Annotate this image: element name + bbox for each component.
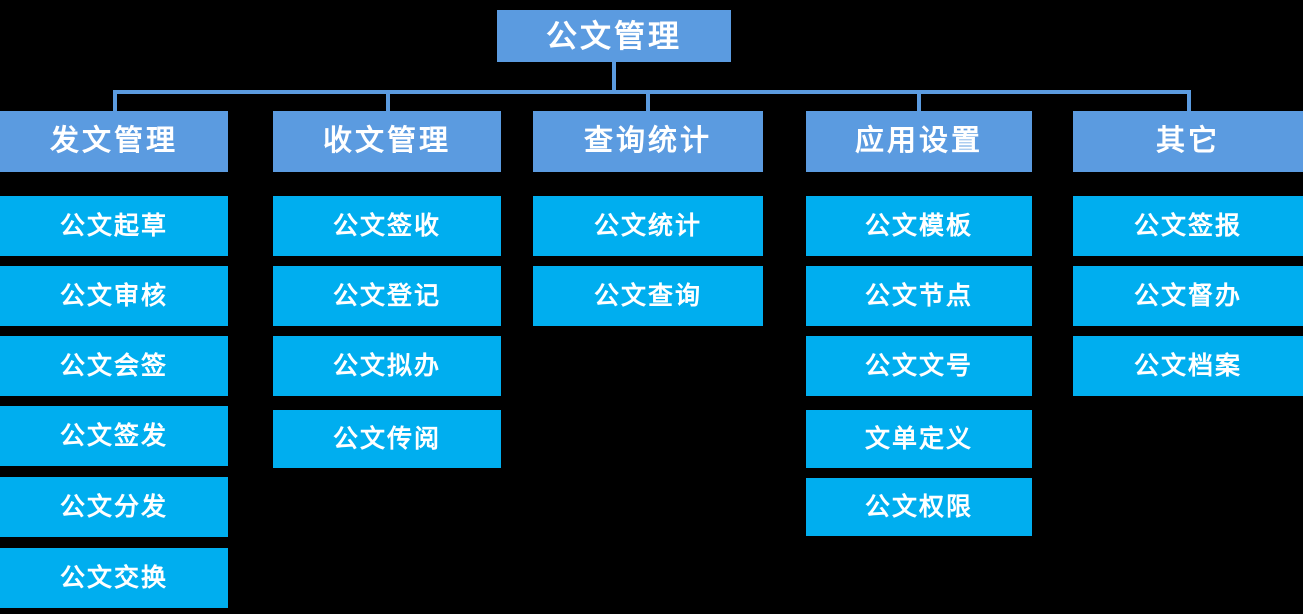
- leaf-item-label: 公文统计: [593, 211, 702, 240]
- branch-header-chaxun-tongji[interactable]: 查询统计: [533, 111, 763, 172]
- leaf-item-gongwen-dengji[interactable]: 公文登记: [273, 266, 501, 326]
- leaf-item-gongwen-moban[interactable]: 公文模板: [806, 196, 1032, 256]
- branch-header-label: 收文管理: [322, 125, 451, 157]
- leaf-item-gongwen-qianshou[interactable]: 公文签收: [273, 196, 501, 256]
- leaf-item-label: 公文查询: [593, 281, 702, 310]
- leaf-item-gongwen-duban[interactable]: 公文督办: [1073, 266, 1303, 326]
- leaf-item-gongwen-huiqian[interactable]: 公文会签: [0, 336, 228, 396]
- leaf-item-label: 公文文号: [864, 351, 973, 380]
- leaf-item-gongwen-niban[interactable]: 公文拟办: [273, 336, 501, 396]
- leaf-item-label: 公文模板: [864, 211, 973, 240]
- leaf-item-label: 公文签收: [332, 211, 441, 240]
- leaf-item-label: 文单定义: [864, 424, 973, 453]
- leaf-item-label: 公文拟办: [332, 351, 441, 380]
- branch-header-label: 其它: [1155, 125, 1220, 157]
- leaf-item-label: 公文分发: [59, 492, 168, 521]
- leaf-item-label: 公文档案: [1133, 351, 1242, 380]
- branch-header-fawen-guanli[interactable]: 发文管理: [0, 111, 228, 172]
- leaf-item-gongwen-qianbao[interactable]: 公文签报: [1073, 196, 1303, 256]
- leaf-item-label: 公文审核: [59, 281, 168, 310]
- connector-drop-column-5: [1187, 90, 1191, 111]
- leaf-item-gongwen-chaxun[interactable]: 公文查询: [533, 266, 763, 326]
- leaf-item-gongwen-chuanyue[interactable]: 公文传阅: [273, 410, 501, 468]
- root-node-gongwen-guanli[interactable]: 公文管理: [497, 10, 731, 62]
- leaf-item-label: 公文起草: [59, 211, 168, 240]
- leaf-item-label: 公文签报: [1133, 211, 1242, 240]
- connector-drop-column-4: [917, 90, 921, 111]
- leaf-item-label: 公文节点: [864, 281, 973, 310]
- connector-drop-column-3: [646, 90, 650, 111]
- leaf-item-gongwen-tongji[interactable]: 公文统计: [533, 196, 763, 256]
- leaf-item-gongwen-quanxian[interactable]: 公文权限: [806, 478, 1032, 536]
- leaf-item-gongwen-jiedian[interactable]: 公文节点: [806, 266, 1032, 326]
- leaf-item-gongwen-shenhe[interactable]: 公文审核: [0, 266, 228, 326]
- leaf-item-gongwen-fenfa[interactable]: 公文分发: [0, 477, 228, 537]
- leaf-item-label: 公文权限: [864, 492, 973, 521]
- branch-header-label: 查询统计: [583, 125, 712, 157]
- connector-root-stem: [612, 62, 616, 92]
- leaf-item-label: 公文登记: [332, 281, 441, 310]
- root-node-label: 公文管理: [546, 18, 682, 54]
- leaf-item-gongwen-qicao[interactable]: 公文起草: [0, 196, 228, 256]
- leaf-item-gongwen-qianfa[interactable]: 公文签发: [0, 406, 228, 466]
- branch-header-qita[interactable]: 其它: [1073, 111, 1303, 172]
- leaf-item-label: 公文传阅: [332, 424, 441, 453]
- leaf-item-gongwen-dangan[interactable]: 公文档案: [1073, 336, 1303, 396]
- branch-header-shouwen-guanli[interactable]: 收文管理: [273, 111, 501, 172]
- leaf-item-label: 公文交换: [59, 563, 168, 592]
- leaf-item-gongwen-wenhao[interactable]: 公文文号: [806, 336, 1032, 396]
- connector-drop-column-1: [113, 90, 117, 111]
- leaf-item-label: 公文督办: [1133, 281, 1242, 310]
- connector-drop-column-2: [386, 90, 390, 111]
- branch-header-label: 应用设置: [854, 125, 983, 157]
- leaf-item-label: 公文签发: [59, 421, 168, 450]
- leaf-item-wendan-dingyi[interactable]: 文单定义: [806, 410, 1032, 468]
- branch-header-label: 发文管理: [49, 125, 178, 157]
- connector-horizontal-bus: [113, 90, 1191, 94]
- leaf-item-label: 公文会签: [59, 351, 168, 380]
- branch-header-yingyong-shezhi[interactable]: 应用设置: [806, 111, 1032, 172]
- leaf-item-gongwen-jiaohuan[interactable]: 公文交换: [0, 548, 228, 608]
